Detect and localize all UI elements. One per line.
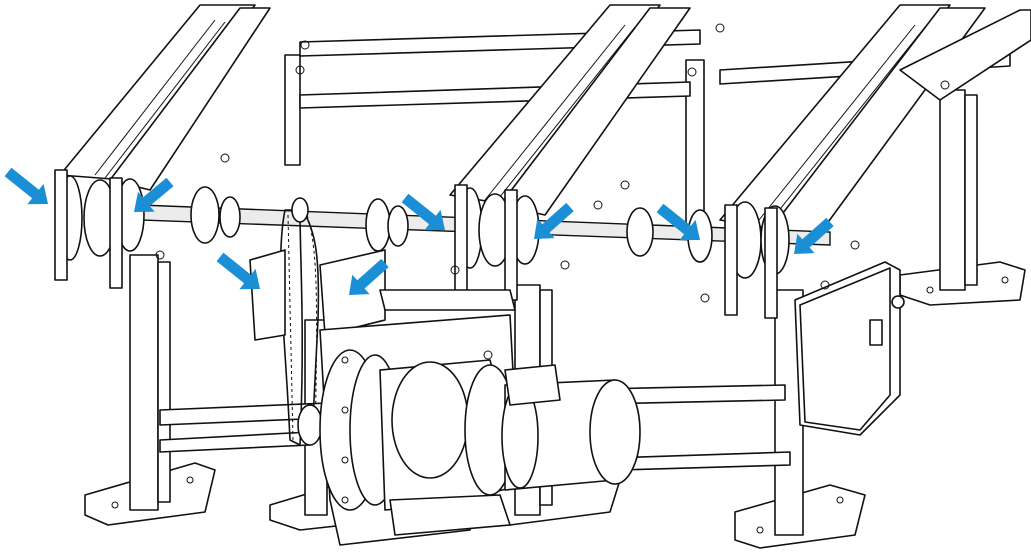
arrow-left-inner-bearing-icon <box>134 177 174 212</box>
motor-assembly <box>319 314 641 546</box>
control-panel <box>794 261 905 436</box>
pointer-arrows <box>4 167 834 295</box>
arrow-right-coupling-bearing-icon <box>656 203 700 241</box>
drive-brackets <box>249 249 516 341</box>
arrow-right-outer-bearing-icon <box>794 217 834 254</box>
arrow-drive-sprocket-right-icon <box>349 258 389 295</box>
drive-chain <box>279 197 323 446</box>
conveyor-rails <box>59 4 1031 241</box>
frame-bolts <box>155 23 950 303</box>
arrow-middle-right-bearing-icon <box>534 202 574 239</box>
arrow-drive-sprocket-left-icon <box>216 252 260 290</box>
arrow-left-outer-bearing-icon <box>4 167 49 205</box>
arrow-middle-left-bearing-icon <box>401 193 445 231</box>
